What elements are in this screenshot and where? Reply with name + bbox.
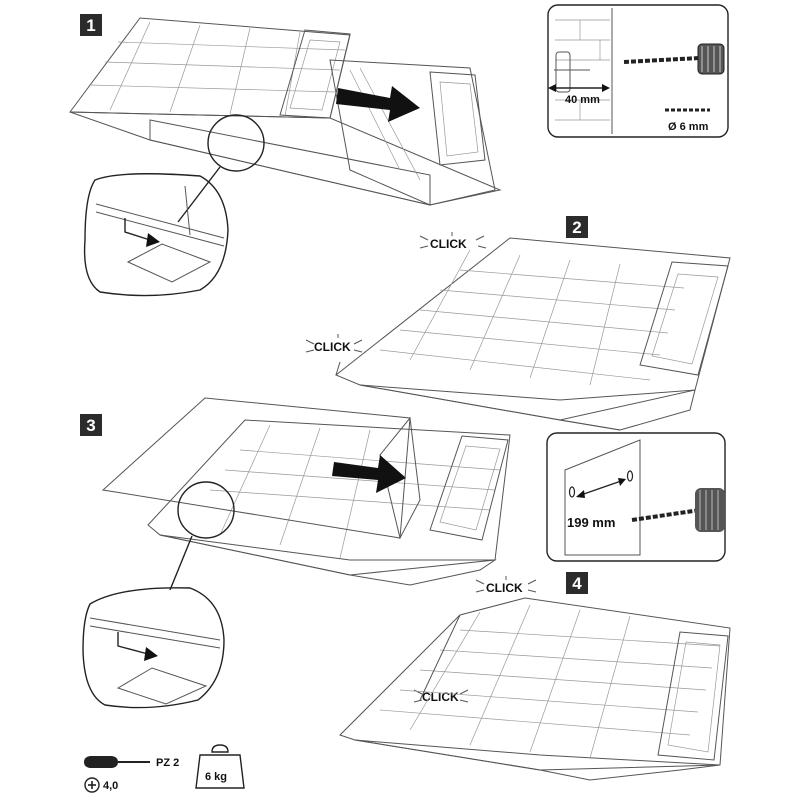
drill-bit-icon [623,43,725,75]
step-2: 2 CLICK CLICK [305,216,731,431]
svg-text:CLICK: CLICK [486,581,523,595]
step-2-shelf-illustration [335,237,731,431]
step-1-shelf-illustration [69,17,502,206]
step-3: 3 [80,397,511,709]
svg-text:1: 1 [86,16,95,35]
drill-inset-2: 199 mm [546,432,726,562]
slide-arrow-icon [332,455,406,493]
click-burst-top: CLICK [475,576,537,595]
step-1: 1 [69,14,502,297]
step-2-badge: 2 [566,216,588,238]
step-1-badge: 1 [80,14,102,36]
drill-bit-icon [631,488,725,532]
svg-text:4: 4 [572,574,582,593]
weight-icon [195,744,245,789]
svg-text:40 mm: 40 mm [565,94,600,106]
click-burst-top: CLICK [419,232,487,251]
svg-text:PZ 2: PZ 2 [156,757,179,769]
svg-text:CLICK: CLICK [430,237,467,251]
svg-text:4,0: 4,0 [103,780,118,792]
step-1-detail-view [83,173,229,297]
click-burst-left: CLICK [305,334,363,354]
svg-text:3: 3 [86,416,95,435]
click-burst-middle: CLICK [413,689,469,704]
step-3-detail-view [82,587,225,709]
screwdriver-icon [84,756,150,768]
detail-magnifier [177,481,235,539]
drill-inset-1: 40 mm Ø 6 mm [547,4,729,138]
step-4-shelf-illustration [339,597,731,781]
svg-text:2: 2 [572,218,581,237]
step-3-shelf-illustration [101,397,511,586]
step-4-badge: 4 [566,572,588,594]
step-3-badge: 3 [80,414,102,436]
svg-text:CLICK: CLICK [314,340,351,354]
svg-text:Ø 6 mm: Ø 6 mm [668,121,709,133]
step-4: 4 CLICK CLICK [339,572,731,781]
detail-magnifier [207,114,265,172]
svg-text:6 kg: 6 kg [205,771,227,783]
slide-arrow-icon [336,86,420,122]
tools-legend: PZ 2 4,0 6 kg [84,744,245,793]
phillips-screw-icon [84,777,100,793]
svg-text:199 mm: 199 mm [567,515,615,530]
